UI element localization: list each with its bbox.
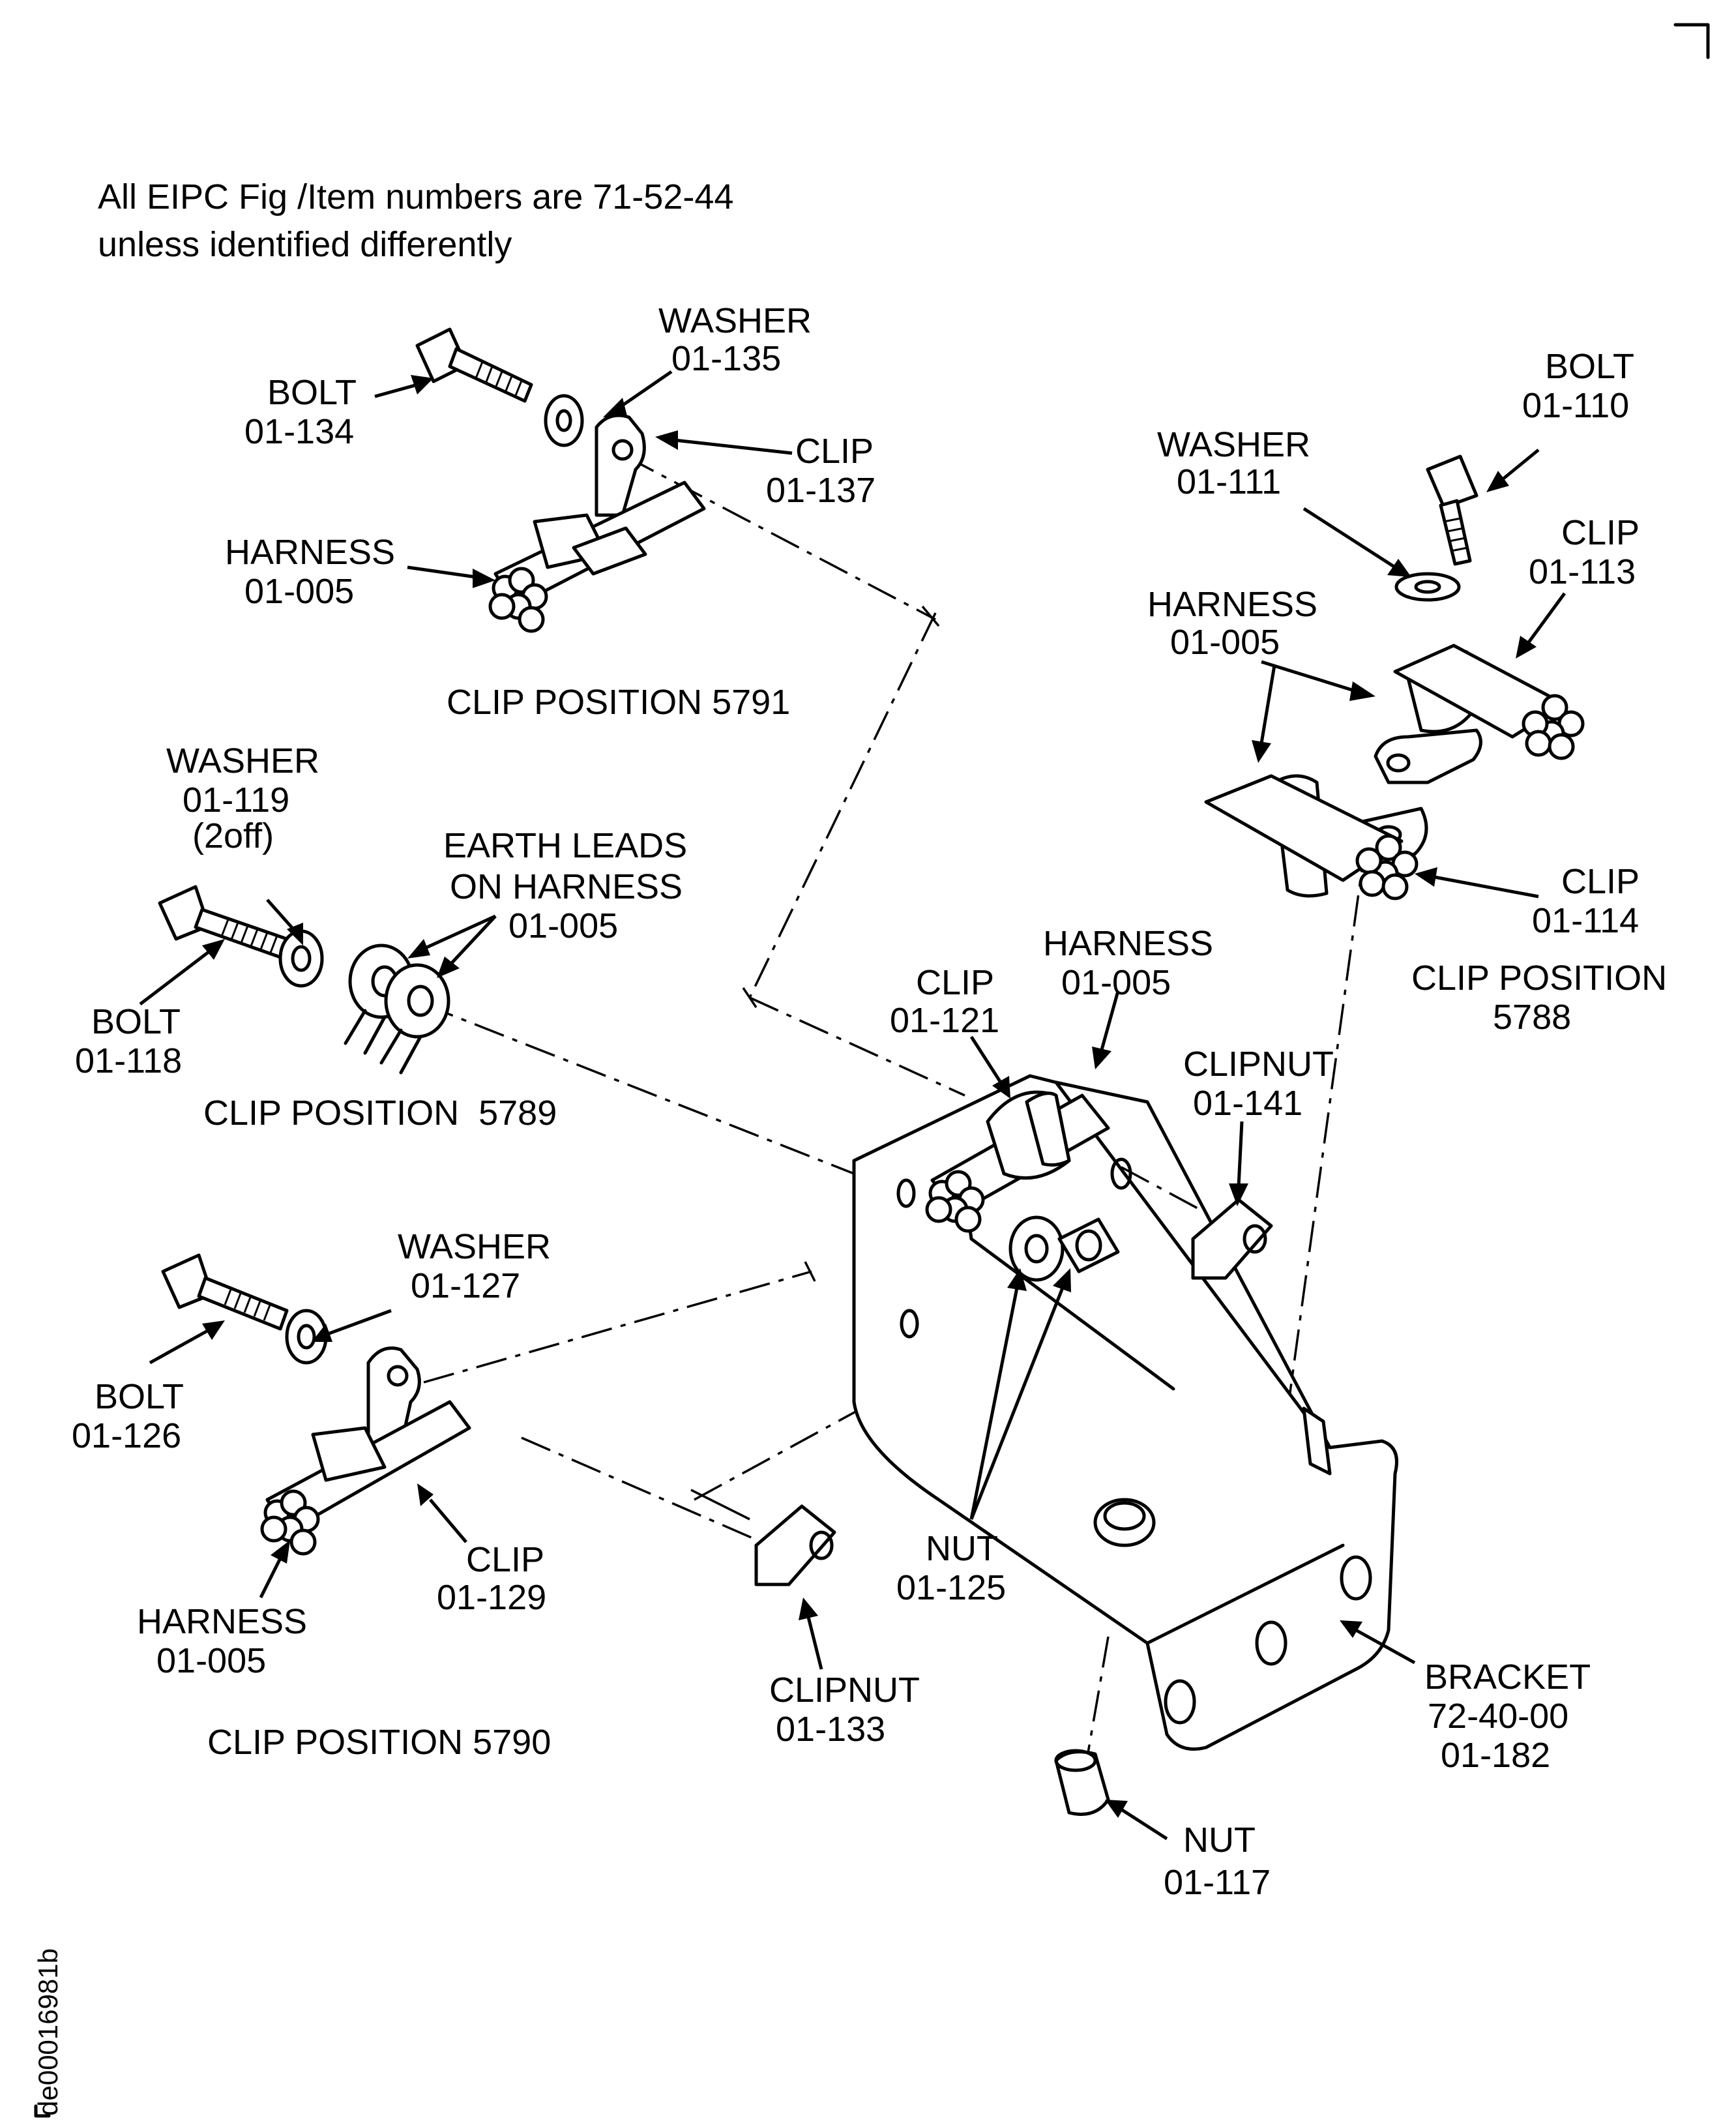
label-clip-01-113-name: CLIP <box>1561 513 1640 552</box>
label-clip-01-114-name: CLIP <box>1561 862 1640 901</box>
clip-position-5788-line1: CLIP POSITION <box>1411 958 1667 998</box>
label-bolt-01-126-num: 01-126 <box>72 1416 181 1455</box>
drawing-id: de00016981b <box>33 1948 63 2116</box>
clip-position-5789: CLIP POSITION 5789 <box>203 1093 557 1133</box>
header-line-1: All EIPC Fig /Item numbers are 71-52-44 <box>98 177 733 216</box>
label-clip-01-137-num: 01-137 <box>766 471 875 510</box>
label-bracket-num: 01-182 <box>1441 1736 1550 1775</box>
label-harness-5791-num: 01-005 <box>244 572 354 611</box>
harness-bundle-lower-5788 <box>1204 774 1419 900</box>
label-clip-01-113-num: 01-113 <box>1529 552 1636 591</box>
label-harness-center-num: 01-005 <box>1061 963 1171 1002</box>
earth-leads-drawing <box>344 944 450 1075</box>
label-washer-01-119-name: WASHER <box>166 741 319 780</box>
clip-assembly-5790 <box>161 1253 471 1556</box>
clip-assembly-5788 <box>1204 454 1585 900</box>
harness-bundle-5790 <box>260 1400 471 1556</box>
harness-bundle-5791 <box>488 481 706 633</box>
label-bolt-01-126-name: BOLT <box>95 1377 184 1416</box>
clip-assembly-5791 <box>415 327 706 633</box>
label-bolt-01-134-num: 01-134 <box>244 412 354 451</box>
label-washer-01-127-num: 01-127 <box>411 1266 520 1305</box>
label-bolt-01-110-num: 01-110 <box>1522 386 1629 425</box>
label-harness-center-name: HARNESS <box>1043 924 1213 963</box>
label-harness-5790-name: HARNESS <box>137 1602 307 1641</box>
nut-01-125-drawing <box>1008 1215 1120 1282</box>
bracket-drawing <box>852 1074 1398 1751</box>
label-washer-01-127-name: WASHER <box>398 1227 551 1266</box>
label-bolt-01-118-num: 01-118 <box>75 1041 182 1080</box>
label-harness-5790-num: 01-005 <box>156 1641 266 1680</box>
label-washer-01-135-name: WASHER <box>658 301 812 340</box>
label-clip-01-121-name: CLIP <box>916 963 994 1002</box>
label-washer-01-119-num: 01-119 <box>183 780 289 820</box>
label-harness-5791-name: HARNESS <box>225 533 395 572</box>
label-clip-01-137-name: CLIP <box>795 432 874 471</box>
label-harness-5788-name: HARNESS <box>1147 585 1317 624</box>
washer-01-135-drawing <box>544 394 584 447</box>
label-bolt-01-110-name: BOLT <box>1545 347 1634 386</box>
clip-position-5790: CLIP POSITION 5790 <box>207 1723 551 1762</box>
clip-assembly-5789 <box>158 885 450 1075</box>
harness-bundle-center <box>925 1090 1110 1233</box>
label-earth-leads-line2: ON HARNESS <box>450 867 683 906</box>
label-nut-01-117-name: NUT <box>1183 1820 1256 1860</box>
label-bolt-01-134-name: BOLT <box>267 373 357 412</box>
drawing-id-block: de00016981b <box>33 1948 63 2118</box>
label-bracket-ref: 72-40-00 <box>1428 1697 1568 1736</box>
bolt-01-118-drawing <box>158 885 289 959</box>
header-line-2: unless identified differently <box>98 225 512 264</box>
label-clip-01-114-num: 01-114 <box>1532 901 1639 940</box>
clip-01-137-drawing <box>595 413 646 517</box>
bolt-01-110-drawing <box>1426 454 1479 566</box>
label-bracket-name: BRACKET <box>1424 1657 1591 1697</box>
label-nut-01-117-num: 01-117 <box>1164 1863 1271 1902</box>
label-washer-01-119-qty: (2off) <box>192 816 274 855</box>
label-clip-01-129-name: CLIP <box>466 1540 544 1579</box>
clip-position-5791: CLIP POSITION 5791 <box>447 683 790 722</box>
nut-01-117-drawing <box>1054 1749 1110 1816</box>
harness-bundle-upper-5788 <box>1393 644 1585 760</box>
label-clip-01-121-num: 01-121 <box>890 1001 999 1040</box>
label-earth-leads-num: 01-005 <box>508 906 618 945</box>
label-nut-01-125-num: 01-125 <box>896 1568 1006 1607</box>
label-nut-01-125-name: NUT <box>926 1529 998 1568</box>
label-washer-01-111-name: WASHER <box>1157 425 1310 464</box>
label-harness-5788-num: 01-005 <box>1170 623 1280 662</box>
corner-mark <box>1673 23 1710 59</box>
bolt-01-134-drawing <box>415 327 533 403</box>
leader-arrows <box>139 370 1567 1841</box>
label-clipnut-01-141-name: CLIPNUT <box>1183 1045 1334 1084</box>
label-clipnut-01-133-num: 01-133 <box>776 1710 885 1749</box>
label-clipnut-01-133-name: CLIPNUT <box>769 1671 920 1710</box>
clipnut-01-141-drawing <box>1191 1198 1273 1280</box>
label-washer-01-111-num: 01-111 <box>1177 462 1281 501</box>
bolt-01-126-drawing <box>161 1253 289 1331</box>
label-clipnut-01-141-num: 01-141 <box>1193 1084 1302 1123</box>
clip-position-5788-line2: 5788 <box>1493 998 1571 1037</box>
clip-01-129-drawing <box>366 1346 421 1463</box>
clipnut-01-133-drawing <box>754 1504 836 1586</box>
label-washer-01-135-num: 01-135 <box>671 339 781 378</box>
label-earth-leads-line1: EARTH LEADS <box>443 826 687 865</box>
label-bolt-01-118-name: BOLT <box>91 1002 181 1041</box>
label-clip-01-129-num: 01-129 <box>437 1578 546 1617</box>
washer-01-111-drawing <box>1394 572 1461 602</box>
